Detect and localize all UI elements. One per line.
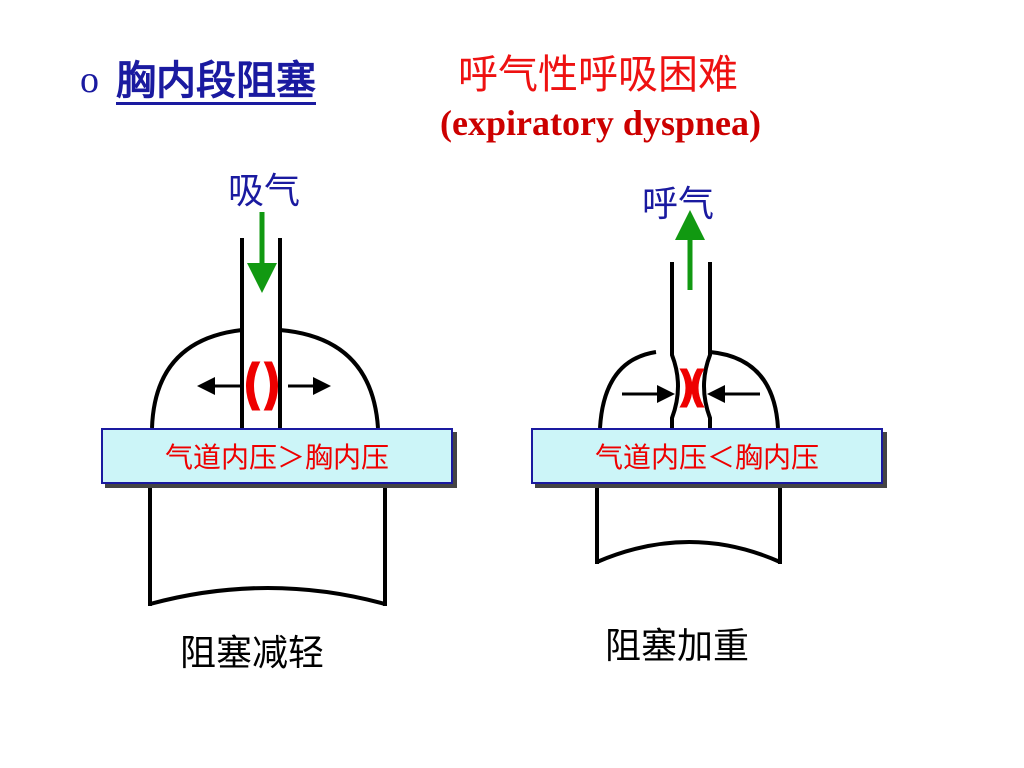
- page-title: 呼气性呼吸困难: [458, 52, 738, 98]
- right-pressure-text: 气道内压＜胸内压: [594, 441, 819, 474]
- left-obstruction-mark-left: [246, 361, 261, 411]
- right-obstruction-mark-right: [691, 368, 705, 408]
- left-pressure-text: 气道内压＞胸内压: [164, 441, 389, 474]
- right-flow-label: 呼气: [642, 184, 715, 225]
- left-chest-dome: [150, 328, 380, 429]
- left-chest-model: [148, 212, 387, 606]
- right-chest-dome: [598, 350, 780, 429]
- right-trachea-wall-left: [670, 262, 680, 428]
- right-trachea-wall-right: [702, 262, 712, 428]
- left-obstruction-mark-right: [263, 361, 278, 411]
- right-result-label: 阻塞加重: [605, 626, 750, 667]
- left-pressure-label: 气道内压＞胸内压: [101, 428, 453, 484]
- left-chest-body: [148, 488, 387, 606]
- page-subtitle: (expiratory dyspnea): [440, 103, 761, 143]
- right-obstruction-mark-left: [679, 368, 693, 408]
- bullet-marker: o: [80, 59, 99, 101]
- left-flow-label: 吸气: [228, 171, 301, 212]
- section-title: 胸内段阻塞: [116, 58, 316, 104]
- right-chest-model: [595, 210, 782, 564]
- right-pressure-label: 气道内压＜胸内压: [531, 428, 883, 484]
- left-result-label: 阻塞减轻: [180, 633, 325, 674]
- right-chest-body: [595, 488, 782, 564]
